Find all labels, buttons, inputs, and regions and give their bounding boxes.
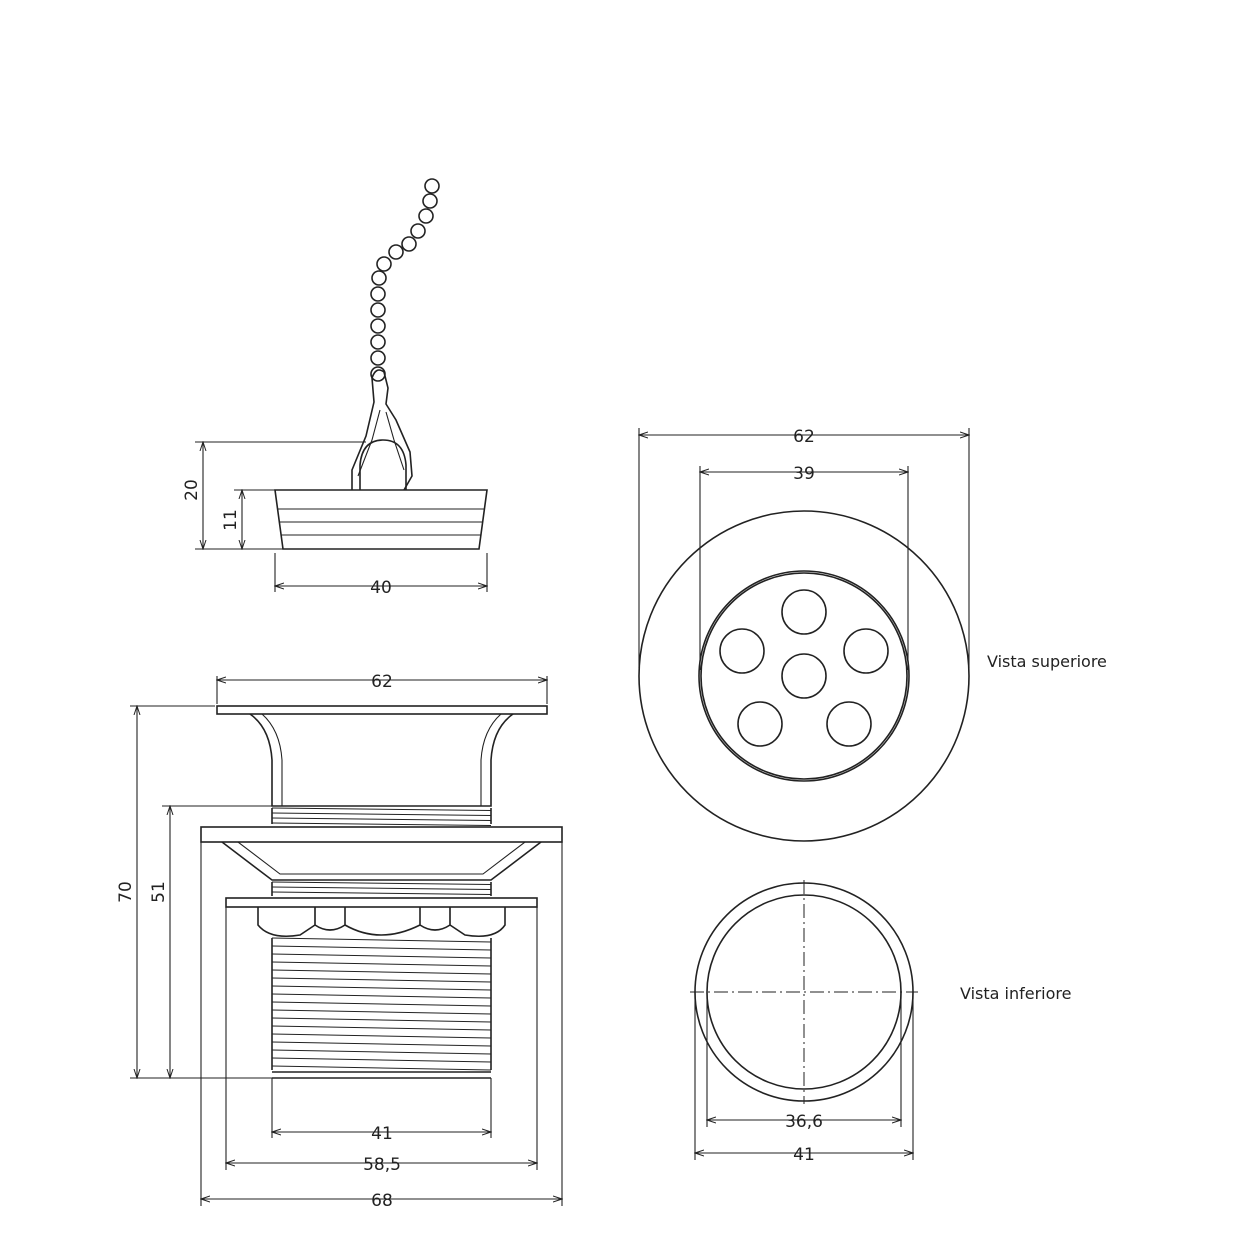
thread-line xyxy=(271,1009,492,1015)
top-flange xyxy=(216,705,548,715)
thread-line xyxy=(271,1041,492,1047)
thread-line xyxy=(271,1001,492,1007)
dim-plug-width: 40 xyxy=(370,578,392,598)
plug-body xyxy=(274,489,488,550)
thread-line xyxy=(271,1017,492,1023)
chain-bead xyxy=(370,318,386,334)
dim-top-outer-diameter: 62 xyxy=(793,427,815,447)
thread-line xyxy=(271,969,492,975)
thread-line xyxy=(271,822,492,827)
thread-line xyxy=(271,937,492,943)
chain-bead xyxy=(371,270,387,286)
plug-hook xyxy=(351,369,413,491)
plug-knob xyxy=(359,439,407,490)
chain-bead xyxy=(418,208,434,224)
dim-bottom-inner-diameter: 36,6 xyxy=(785,1112,823,1132)
dim-thread-height: 51 xyxy=(149,881,169,903)
chain-bead xyxy=(401,236,417,252)
chain-bead xyxy=(410,223,426,239)
grate-hole xyxy=(781,589,827,635)
chain-bead xyxy=(370,302,386,318)
grate-hole xyxy=(781,653,827,699)
nut xyxy=(257,907,506,938)
upper-thread xyxy=(271,807,492,827)
dim-thread-diameter: 41 xyxy=(371,1124,393,1144)
thread-line xyxy=(271,977,492,983)
thread-line xyxy=(271,891,492,896)
chain-bead xyxy=(422,193,438,209)
thread-line xyxy=(271,817,492,822)
dim-nut-width: 58,5 xyxy=(363,1155,401,1175)
bottom-view-label: Vista inferiore xyxy=(960,984,1071,1003)
thread-line xyxy=(271,985,492,991)
thread-line xyxy=(271,807,492,812)
nut-plate xyxy=(225,897,538,908)
chain-bead xyxy=(370,334,386,350)
thread-line xyxy=(271,1065,492,1071)
chain-bead xyxy=(370,286,386,302)
waste-side-view: 62 70 51 41 58,5 68 xyxy=(116,672,562,1211)
thread-line xyxy=(271,1033,492,1039)
chain-bead xyxy=(376,256,392,272)
plug-with-chain: 20 11 40 xyxy=(182,178,488,598)
grate-hole xyxy=(843,628,889,674)
thread-line xyxy=(271,961,492,967)
grate-hole xyxy=(737,701,783,747)
thread-line xyxy=(271,1057,492,1063)
dim-total-height: 70 xyxy=(116,881,136,903)
thread-line xyxy=(271,886,492,891)
thread-line xyxy=(271,953,492,959)
dim-washer-width: 68 xyxy=(371,1191,393,1211)
top-grate-inner xyxy=(700,572,908,780)
chain-bead xyxy=(370,350,386,366)
ball-chain xyxy=(370,178,440,382)
thread-line xyxy=(271,1025,492,1031)
grate-hole xyxy=(826,701,872,747)
top-view: 62 39 Vista superiore xyxy=(638,427,1107,842)
main-thread xyxy=(271,937,492,1071)
dim-flange-width: 62 xyxy=(371,672,393,692)
top-view-label: Vista superiore xyxy=(987,652,1107,671)
top-outer-circle xyxy=(638,510,970,842)
top-grate-outer xyxy=(698,570,910,782)
dim-plug-body-height: 11 xyxy=(221,509,241,531)
middle-thread xyxy=(271,881,492,896)
thread-line xyxy=(271,993,492,999)
grate-hole xyxy=(719,628,765,674)
dim-plug-height: 20 xyxy=(182,479,202,501)
chain-bead xyxy=(388,244,404,260)
dim-top-grate-diameter: 39 xyxy=(793,464,815,484)
dim-bottom-outer-diameter: 41 xyxy=(793,1145,815,1165)
chain-bead xyxy=(424,178,440,194)
thread-line xyxy=(271,881,492,886)
washer-plate xyxy=(200,826,563,843)
thread-line xyxy=(271,945,492,951)
thread-line xyxy=(271,1049,492,1055)
bottom-view: 36,6 41 Vista inferiore xyxy=(690,880,1071,1165)
thread-line xyxy=(271,812,492,817)
